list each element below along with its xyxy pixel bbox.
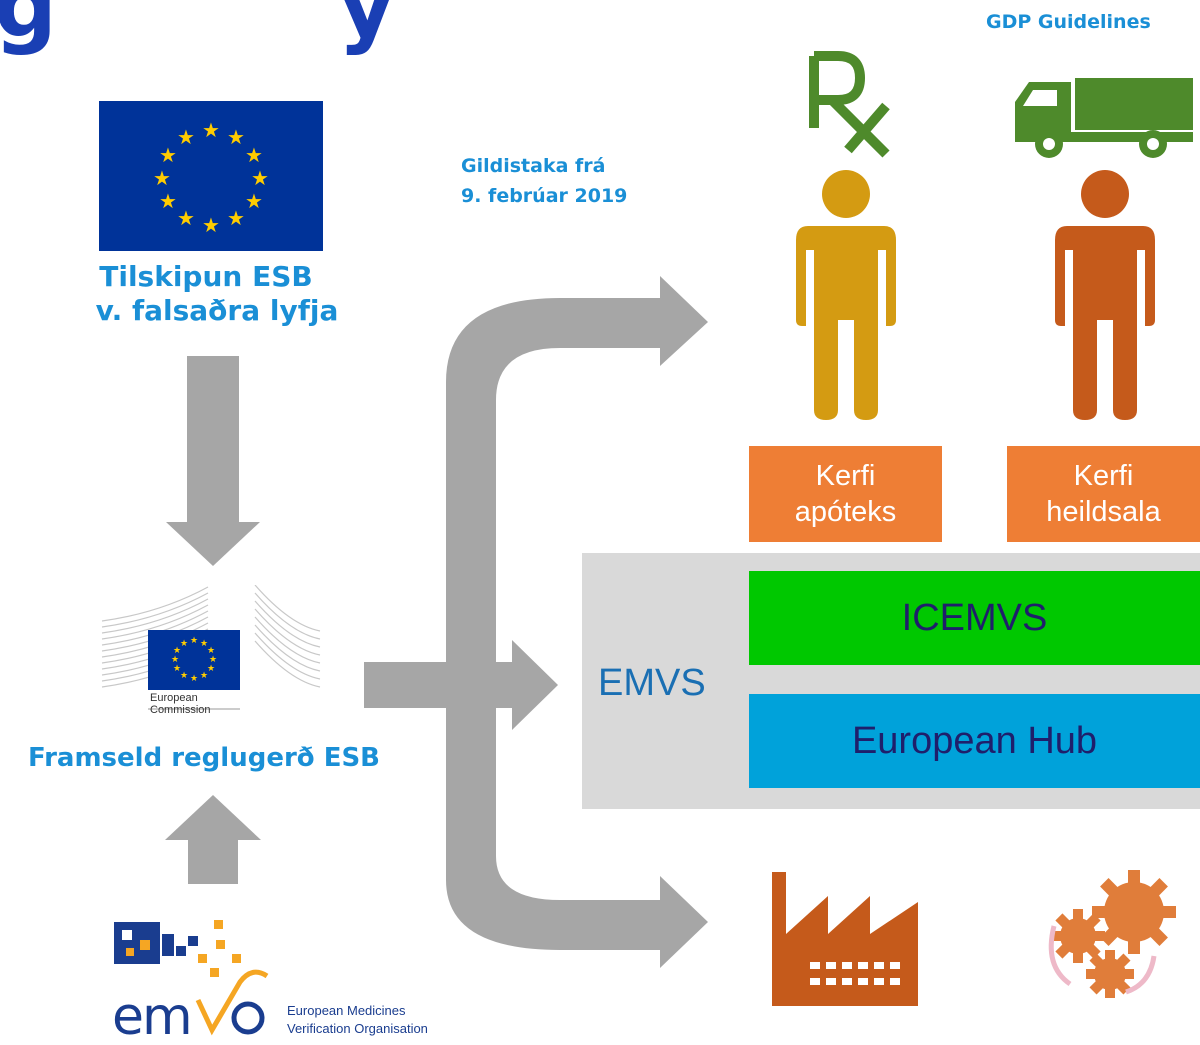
title-fragment-g: g (0, 0, 57, 57)
directive-line2: v. falsaðra lyfja (95, 294, 339, 327)
svg-text:★: ★ (200, 671, 208, 681)
ec-logo-line1: European (150, 692, 198, 704)
pharmacy-system-box: Kerfi apóteks (749, 446, 942, 542)
wholesale-line2: heildsala (1046, 496, 1161, 528)
emvo-logo: em European Medicines Verification Organ… (112, 918, 432, 1038)
ec-logo-line2: Commission (150, 704, 211, 716)
effective-line2: 9. febrúar 2019 (461, 185, 628, 207)
pharmacist-person-icon (794, 170, 898, 422)
down-arrow (166, 356, 260, 566)
wholesaler-person-icon (1053, 170, 1157, 422)
gears-icon (1034, 866, 1184, 1006)
icemvs-box: ICEMVS (749, 571, 1200, 665)
emvo-name-line2: Verification Organisation (287, 1021, 428, 1036)
emvs-label: EMVS (598, 662, 706, 704)
svg-text:★: ★ (227, 206, 245, 230)
svg-text:★: ★ (159, 143, 177, 167)
svg-text:★: ★ (159, 189, 177, 213)
svg-text:★: ★ (200, 639, 208, 649)
directive-label: Tilskipun ESB v. falsaðra lyfja (60, 260, 380, 328)
svg-text:★: ★ (180, 671, 188, 681)
svg-text:★: ★ (202, 213, 220, 237)
pharmacy-line1: Kerfi (815, 460, 876, 492)
svg-text:★: ★ (177, 206, 195, 230)
svg-text:★: ★ (190, 674, 198, 684)
emvo-org-name: European Medicines Verification Organisa… (287, 1002, 428, 1038)
european-hub-box: European Hub (749, 694, 1200, 788)
bracket-arrow (364, 276, 708, 968)
up-arrow (165, 795, 261, 884)
emvo-pixel-mark (114, 920, 241, 977)
truck-icon (1013, 78, 1193, 160)
svg-text:★: ★ (245, 189, 263, 213)
regulation-label: Framseld reglugerð ESB (27, 743, 380, 773)
svg-text:★: ★ (153, 166, 171, 190)
emvo-wordmark: em (112, 987, 191, 1038)
svg-text:★: ★ (251, 166, 269, 190)
svg-text:★: ★ (180, 639, 188, 649)
pharmacy-line2: apóteks (794, 496, 897, 528)
emvo-name-line1: European Medicines (287, 1003, 406, 1018)
ec-logo-text: European Commission (150, 692, 211, 716)
svg-text:★: ★ (209, 655, 217, 665)
european-commission-logo: ★★★ ★★★ ★★★ ★★★ European Commission (100, 585, 322, 716)
effective-line1: Gildistaka frá (461, 155, 606, 177)
svg-text:★: ★ (173, 664, 181, 674)
svg-text:★: ★ (245, 143, 263, 167)
svg-text:★: ★ (227, 125, 245, 149)
rx-icon (808, 50, 890, 158)
factory-icon (770, 868, 920, 1006)
svg-text:★: ★ (177, 125, 195, 149)
effective-date-label: Gildistaka frá 9. febrúar 2019 (461, 151, 627, 211)
european-hub-label: European Hub (851, 719, 1098, 762)
wholesale-line1: Kerfi (1073, 460, 1134, 492)
svg-text:★: ★ (207, 646, 215, 656)
title-fragment-y: y (338, 0, 396, 57)
directive-line1: Tilskipun ESB (99, 260, 313, 293)
svg-text:★: ★ (202, 118, 220, 142)
svg-text:★: ★ (173, 646, 181, 656)
icemvs-label: ICEMVS (901, 596, 1048, 639)
eu-flag-icon: ★ ★ ★ ★ ★ ★ ★ ★ ★ ★ ★ ★ (99, 101, 323, 251)
gdp-guidelines-label: GDP Guidelines (986, 11, 1151, 33)
svg-text:★: ★ (171, 655, 179, 665)
wholesale-system-box: Kerfi heildsala (1007, 446, 1200, 542)
svg-text:★: ★ (190, 636, 198, 646)
svg-text:★: ★ (207, 664, 215, 674)
